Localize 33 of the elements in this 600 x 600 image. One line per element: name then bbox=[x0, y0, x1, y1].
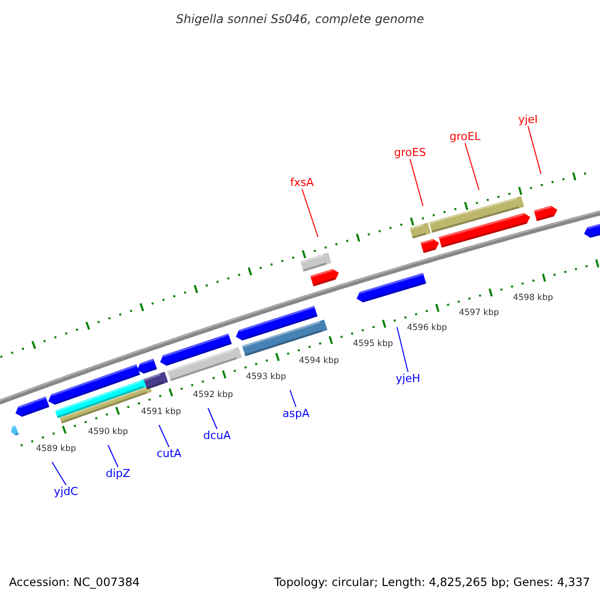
accession-text: Accession: NC_007384 bbox=[9, 575, 140, 589]
leader-line bbox=[396, 326, 408, 372]
gene-label: dcuA bbox=[203, 429, 231, 442]
gene-label: cutA bbox=[156, 447, 182, 460]
position-label: 4598 kbp bbox=[512, 293, 554, 303]
position-label: 4594 kbp bbox=[298, 356, 340, 366]
gene-label: yjeH bbox=[396, 372, 420, 385]
gene-label: fxsA bbox=[290, 176, 314, 189]
position-label: 4595 kbp bbox=[352, 339, 394, 349]
leader-line bbox=[108, 444, 118, 468]
leader-line bbox=[410, 158, 424, 206]
gene-label: yjdC bbox=[54, 485, 78, 498]
leader-line bbox=[302, 188, 318, 238]
position-label: 4597 kbp bbox=[458, 308, 500, 318]
gene-label: aspA bbox=[282, 407, 310, 420]
leader-line bbox=[290, 390, 296, 408]
leader-line bbox=[528, 126, 542, 174]
title: Shigella sonnei Ss046, complete genome bbox=[176, 11, 424, 28]
gene-label: groEL bbox=[449, 130, 481, 143]
position-label: 4592 kbp bbox=[192, 390, 234, 400]
genome-info-text: Topology: circular; Length: 4,825,265 bp; Genes: 4,337 bbox=[274, 575, 590, 589]
position-label: 4591 kbp bbox=[140, 407, 182, 417]
position-label: 4596 kbp bbox=[406, 323, 448, 333]
gene-label: groES bbox=[394, 146, 426, 159]
leader-line bbox=[52, 462, 66, 486]
gene-label: dipZ bbox=[106, 467, 130, 480]
position-label: 4589 kbp bbox=[36, 444, 76, 454]
leader-line bbox=[464, 142, 480, 190]
leader-line bbox=[208, 408, 218, 430]
leader-line bbox=[158, 424, 170, 448]
gene-label: yjeI bbox=[518, 113, 538, 126]
position-label: 4590 kbp bbox=[88, 427, 128, 437]
position-label: 4593 kbp bbox=[246, 372, 286, 382]
